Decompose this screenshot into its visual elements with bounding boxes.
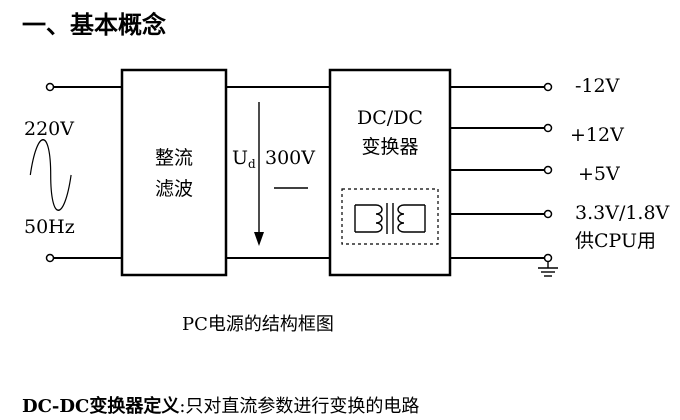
output-label-minus12v: -12V <box>575 75 620 97</box>
output-label-plus12v: +12V <box>570 124 624 146</box>
output-label-cpu-usage: 供CPU用 <box>575 230 656 252</box>
output-terminal-plus5v <box>543 165 553 175</box>
output-label-cpu-voltage: 3.3V/1.8V <box>575 202 670 224</box>
output-terminal-minus12v <box>543 82 553 92</box>
input-voltage-label: 220V <box>24 118 74 140</box>
ac-input-terminal-bottom <box>45 253 55 263</box>
definition-term: DC-DC变换器定义 <box>22 395 179 417</box>
dc-bus-voltage-value: 300V <box>265 147 315 169</box>
definition-separator: : <box>179 396 185 417</box>
rectifier-block-line2: 滤波 <box>155 178 193 200</box>
dcdc-converter-block <box>328 68 452 277</box>
dc-bus-voltage-symbol: Ud <box>232 147 256 171</box>
section-heading: 一、基本概念 <box>22 10 166 39</box>
definition-line: DC-DC变换器定义:只对直流参数进行变换的电路 <box>22 395 419 417</box>
rectifier-filter-block <box>120 68 228 277</box>
dcdc-block-line2: 变换器 <box>361 136 418 158</box>
output-label-plus5v: +5V <box>578 163 620 185</box>
transformer-icon <box>341 188 439 245</box>
ac-input-terminal-top <box>45 82 55 92</box>
input-frequency-label: 50Hz <box>24 216 75 238</box>
transformer-secondary-coil <box>397 204 405 233</box>
diagram-caption: PC电源的结构框图 <box>182 314 334 335</box>
output-terminal-ground <box>543 253 553 263</box>
dc-bus-voltage-subscript: d <box>248 157 256 171</box>
definition-text: 只对直流参数进行变换的电路 <box>185 396 419 417</box>
rectifier-block-line1: 整流 <box>155 147 193 169</box>
transformer-primary-coil <box>375 204 383 233</box>
output-terminal-plus12v <box>543 123 553 133</box>
ac-sine-icon <box>29 139 72 211</box>
transformer-dashed-frame <box>341 188 439 245</box>
dc-voltage-arrowhead <box>254 232 264 246</box>
dcdc-block-line1: DC/DC <box>357 107 423 129</box>
output-terminal-cpu <box>543 209 553 219</box>
ground-icon <box>538 262 558 277</box>
